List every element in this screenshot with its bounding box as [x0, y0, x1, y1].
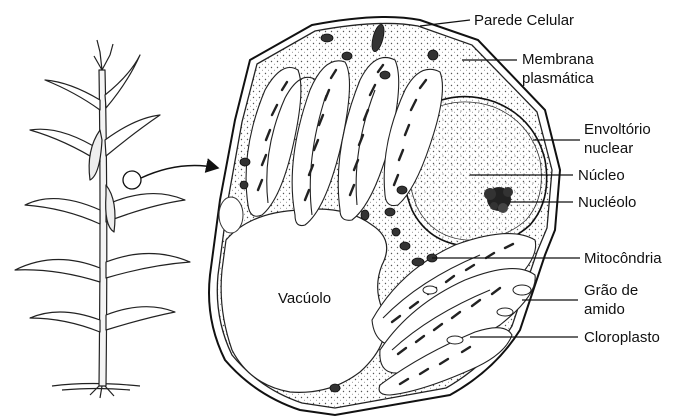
small-vacuole — [219, 197, 243, 233]
corn-leaf — [106, 254, 190, 279]
corn-leaf — [106, 194, 185, 222]
label-grao-de: Grão de — [584, 282, 638, 299]
plant-cell — [209, 17, 560, 415]
corn-leaf — [105, 115, 160, 156]
label-mitocondria: Mitocôndria — [584, 250, 662, 267]
label-vacuolo: Vacúolo — [278, 290, 331, 307]
label-envoltorio: Envoltório — [584, 121, 651, 138]
magnifier-circle — [123, 171, 141, 189]
label-plasmatica: plasmática — [522, 70, 594, 87]
corn-leaf — [30, 312, 100, 332]
corn-tassel — [94, 40, 113, 70]
corn-leaf — [25, 199, 100, 224]
label-amido: amido — [584, 301, 625, 318]
label-cloroplasto: Cloroplasto — [584, 329, 660, 346]
label-parede-celular: Parede Celular — [474, 12, 574, 29]
corn-leaf — [105, 55, 140, 108]
corn-stalk — [99, 70, 107, 386]
corn-plant-illustration — [15, 40, 190, 398]
corn-leaf — [106, 307, 175, 330]
corn-roots — [90, 386, 114, 398]
label-nuclear: nuclear — [584, 140, 633, 157]
label-nucleolo: Nucléolo — [578, 194, 636, 211]
label-nucleo: Núcleo — [578, 167, 625, 184]
corn-leaf — [45, 80, 100, 110]
corn-leaf — [15, 259, 100, 282]
label-membrana: Membrana — [522, 51, 594, 68]
pointer-arrow — [141, 166, 218, 178]
